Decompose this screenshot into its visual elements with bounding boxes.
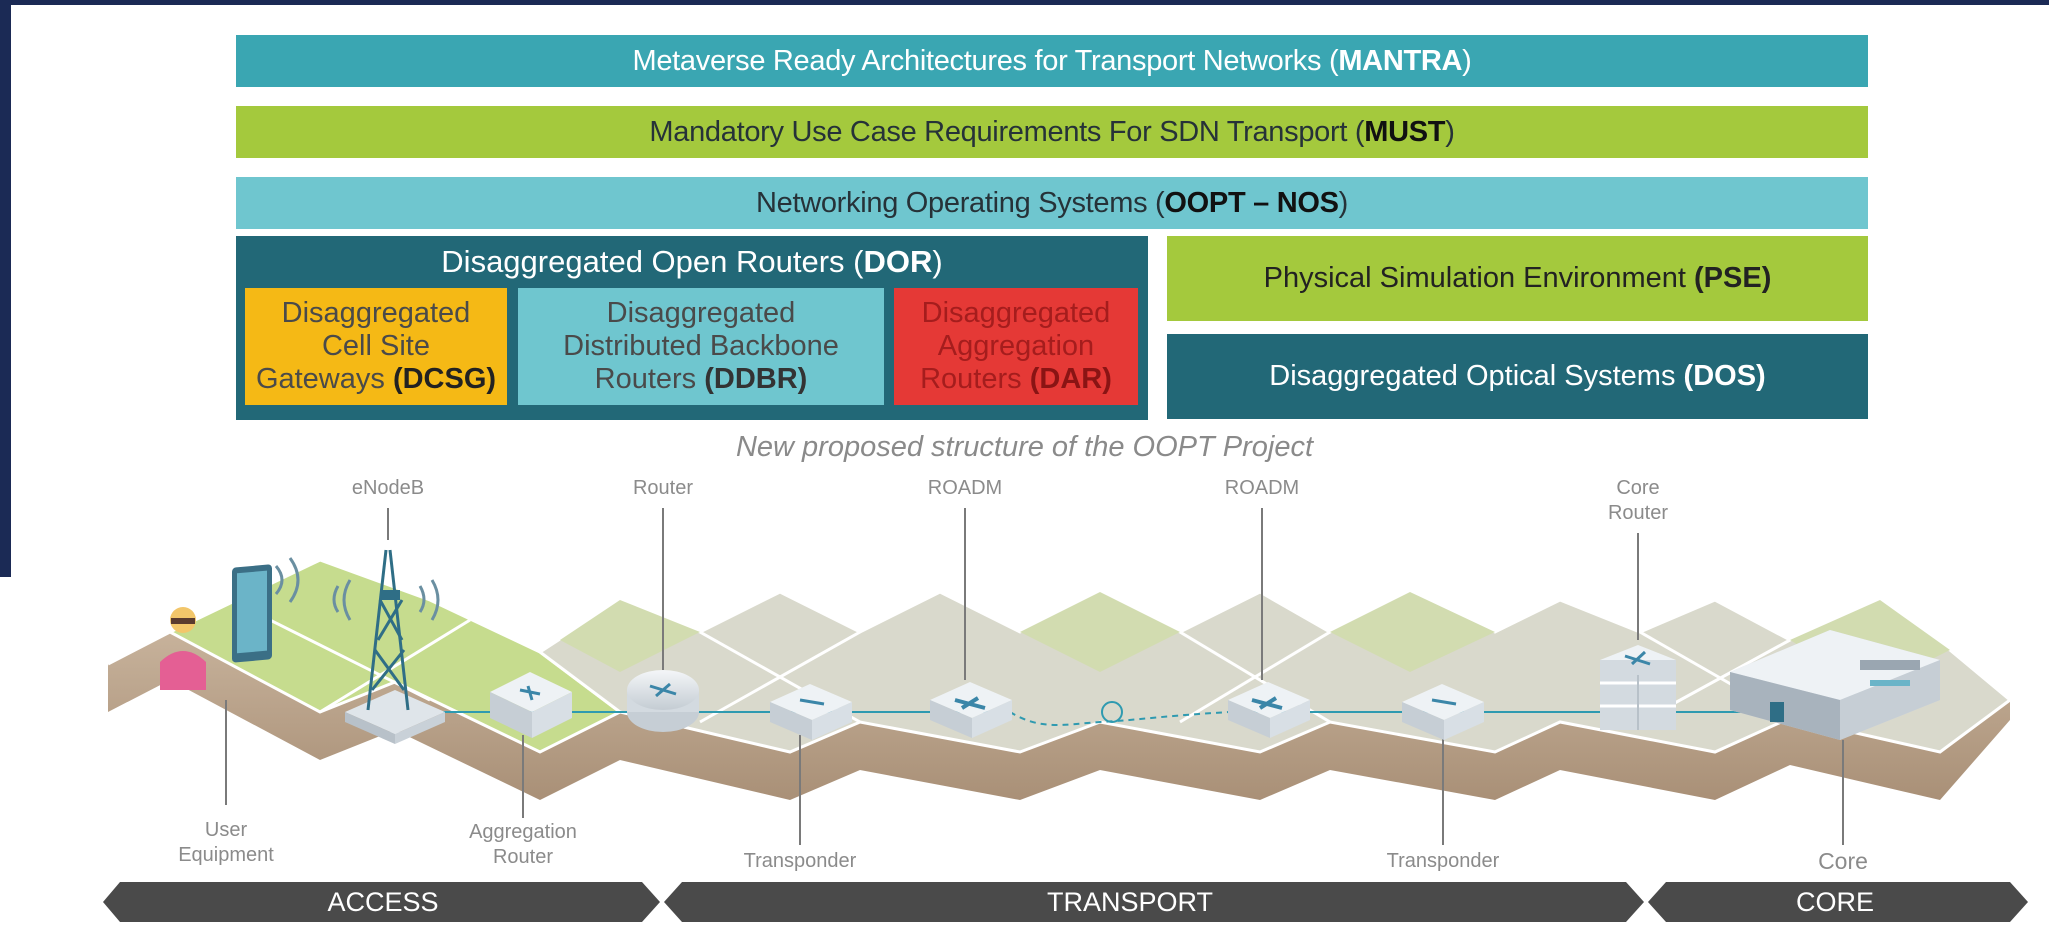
- label-core-router: Core Router: [1593, 476, 1683, 526]
- nos-bar: Networking Operating Systems (OOPT – NOS…: [236, 177, 1868, 229]
- must-text: Mandatory Use Case Requirements For SDN …: [649, 115, 1365, 148]
- diagram-caption: New proposed structure of the OOPT Proje…: [735, 431, 1314, 463]
- segment-core-bar: [1648, 882, 2028, 922]
- dar-box: Disaggregated Aggregation Routers (DAR): [894, 288, 1138, 405]
- label-user-line2: Equipment: [178, 844, 274, 866]
- label-transponder-1: Transponder: [743, 850, 857, 872]
- core-router-icon: [1600, 645, 1676, 730]
- ddbr-abbr: (DDBR): [704, 363, 808, 395]
- core-datacenter-icon: [1730, 630, 1940, 740]
- segment-core-label: CORE: [1795, 887, 1874, 917]
- segment-access-label: ACCESS: [327, 887, 439, 917]
- fiber-link-dashed: [1009, 711, 1231, 726]
- ground-base: [108, 632, 2010, 800]
- dar-line1: Disaggregated: [921, 297, 1111, 329]
- pse-abbr: (PSE): [1694, 262, 1772, 294]
- dcsg-abbr: (DCSG): [392, 363, 497, 395]
- dcsg-box: Disaggregated Cell Site Gateways (DCSG): [245, 288, 507, 405]
- dor-title-end: ): [932, 244, 943, 279]
- dor-title-abbr: DOR: [863, 244, 933, 279]
- nos-abbr: OOPT – NOS: [1164, 186, 1339, 219]
- ddbr-line2: Distributed Backbone: [563, 330, 839, 362]
- fiber-spool-icon: [1101, 701, 1123, 723]
- dor-title: Disaggregated Open Routers (DOR): [236, 244, 1148, 280]
- label-user-equipment: User Equipment: [161, 818, 291, 868]
- dar-abbr: (DAR): [1029, 363, 1112, 395]
- roadm-icon-1: [930, 682, 1012, 738]
- segment-transport-bar: [664, 882, 1644, 922]
- mantra-abbr: MANTRA: [1338, 44, 1463, 77]
- label-roadm-1: ROADM: [927, 477, 1003, 499]
- dcsg-line3: Gateways: [255, 363, 393, 395]
- user-icon: [160, 607, 206, 690]
- wireless-waves-icon: [274, 557, 440, 621]
- label-agg-line1: Aggregation: [469, 821, 577, 843]
- phone-icon: [232, 564, 272, 663]
- label-agg-line2: Router: [492, 846, 554, 868]
- segment-transport-label: TRANSPORT: [1046, 887, 1214, 917]
- aggregation-router-icon: [490, 672, 572, 738]
- dos-text: Disaggregated Optical Systems: [1269, 360, 1676, 392]
- leader-lines: [225, 508, 1844, 845]
- transport-green-tile-3: [1330, 592, 1495, 672]
- label-core-router-line2: Router: [1607, 502, 1669, 524]
- label-transponder-2: Transponder: [1386, 850, 1500, 872]
- must-abbr: MUST: [1364, 115, 1446, 148]
- pse-box: Physical Simulation Environment (PSE): [1167, 236, 1868, 321]
- frame-left-strip: [0, 0, 11, 577]
- label-core: Core: [1818, 848, 1868, 874]
- segment-access-bar: [103, 882, 660, 922]
- label-core-router-line1: Core: [1616, 477, 1660, 499]
- label-enodeb: eNodeB: [351, 477, 425, 499]
- nos-end: ): [1338, 186, 1349, 219]
- transport-green-tile-2: [1020, 592, 1180, 672]
- dar-line2: Aggregation: [937, 330, 1095, 362]
- roadm-icon-2: [1228, 682, 1310, 738]
- dcsg-line2: Cell Site: [321, 330, 430, 362]
- label-roadm-2: ROADM: [1224, 477, 1300, 499]
- mantra-end: ): [1462, 44, 1472, 77]
- ddbr-line1: Disaggregated: [606, 297, 796, 329]
- must-end: ): [1445, 115, 1455, 148]
- router-icon: [627, 670, 699, 732]
- mantra-bar: Metaverse Ready Architectures for Transp…: [236, 35, 1868, 87]
- must-bar: Mandatory Use Case Requirements For SDN …: [236, 106, 1868, 158]
- mantra-text: Metaverse Ready Architectures for Transp…: [632, 44, 1339, 77]
- ddbr-line3: Routers: [594, 363, 705, 395]
- dcsg-line1: Disaggregated: [281, 297, 471, 329]
- transponder-icon-2: [1402, 684, 1484, 740]
- transponder-icon-1: [770, 684, 852, 740]
- dos-abbr: (DOS): [1683, 360, 1766, 392]
- nos-text: Networking Operating Systems (: [755, 186, 1165, 219]
- label-aggregation-router: Aggregation Router: [453, 820, 593, 870]
- dos-box: Disaggregated Optical Systems (DOS): [1167, 334, 1868, 419]
- transport-green-tile-1: [560, 600, 700, 672]
- ddbr-box: Disaggregated Distributed Backbone Route…: [518, 288, 884, 405]
- label-router: Router: [632, 477, 694, 499]
- label-user-line1: User: [204, 819, 248, 841]
- pse-text: Physical Simulation Environment: [1263, 262, 1686, 294]
- dor-title-text: Disaggregated Open Routers (: [441, 244, 864, 279]
- frame-top-strip: [0, 0, 2049, 5]
- enodeb-tower-icon: [345, 549, 445, 744]
- dar-line3: Routers: [920, 363, 1030, 395]
